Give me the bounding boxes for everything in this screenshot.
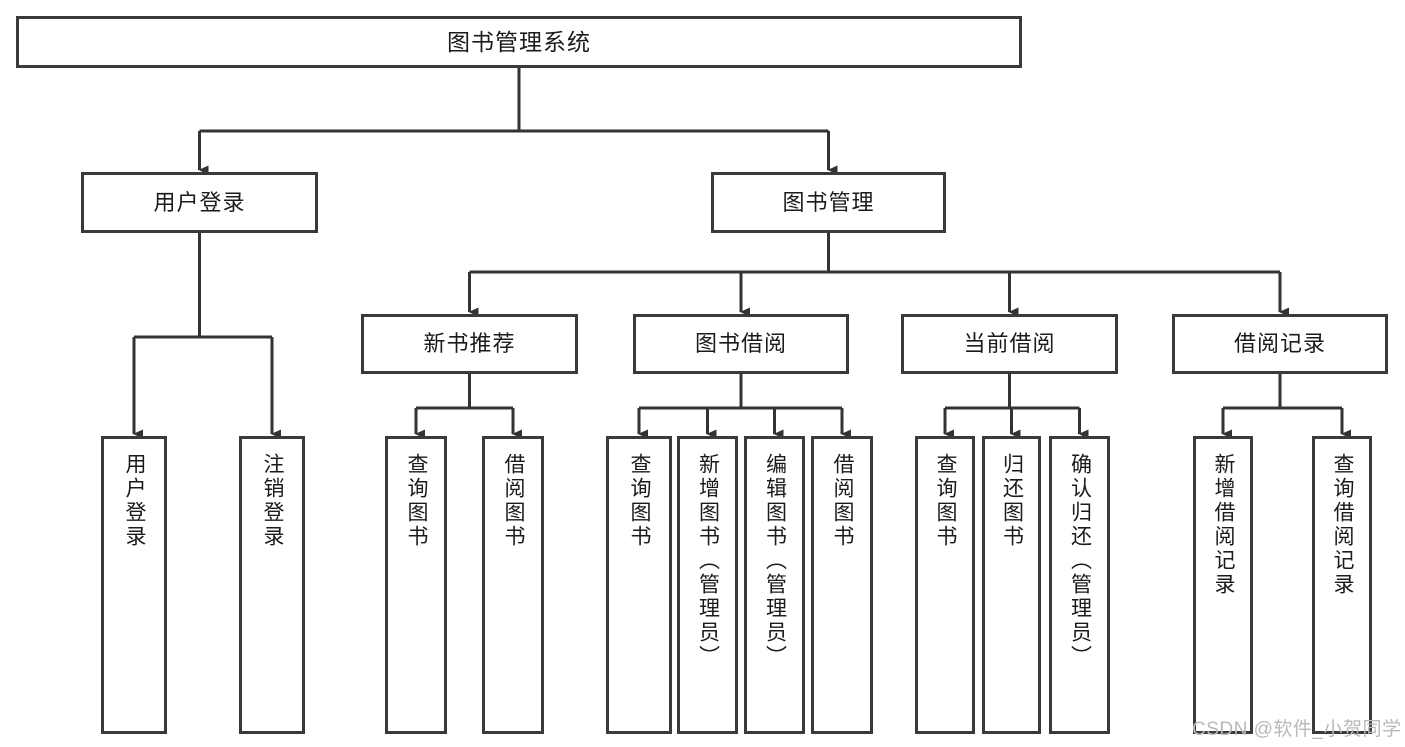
node-label: 查询图书 bbox=[628, 453, 652, 549]
node-label: 注销登录 bbox=[261, 453, 285, 549]
node-leaf-5[interactable]: 查询图书 bbox=[606, 436, 672, 734]
node-leaf-9[interactable]: 查询图书 bbox=[915, 436, 975, 734]
node-borrow[interactable]: 图书借阅 bbox=[633, 314, 849, 374]
node-login[interactable]: 用户登录 bbox=[81, 172, 318, 233]
node-label: 编辑图书（管理员） bbox=[763, 453, 787, 669]
node-root[interactable]: 图书管理系统 bbox=[16, 16, 1022, 68]
node-leaf-6[interactable]: 新增图书（管理员） bbox=[677, 436, 738, 734]
node-leaf-7[interactable]: 编辑图书（管理员） bbox=[744, 436, 805, 734]
node-label: 用户登录 bbox=[153, 189, 246, 215]
node-leaf-8[interactable]: 借阅图书 bbox=[811, 436, 873, 734]
node-leaf-13[interactable]: 查询借阅记录 bbox=[1312, 436, 1372, 734]
node-leaf-4[interactable]: 借阅图书 bbox=[482, 436, 544, 734]
node-newbook[interactable]: 新书推荐 bbox=[361, 314, 578, 374]
node-label: 查询图书 bbox=[934, 453, 958, 549]
node-leaf-10[interactable]: 归还图书 bbox=[982, 436, 1041, 734]
node-leaf-2[interactable]: 注销登录 bbox=[239, 436, 305, 734]
node-current[interactable]: 当前借阅 bbox=[901, 314, 1118, 374]
node-label: 用户登录 bbox=[123, 453, 147, 549]
node-records[interactable]: 借阅记录 bbox=[1172, 314, 1388, 374]
node-label: 当前借阅 bbox=[963, 331, 1056, 357]
csdn-watermark: CSDN @软件_小贺同学 bbox=[1192, 719, 1402, 740]
node-label: 新增图书（管理员） bbox=[696, 453, 720, 669]
node-label: 查询图书 bbox=[405, 453, 429, 549]
node-label: 新书推荐 bbox=[423, 331, 516, 357]
node-label: 查询借阅记录 bbox=[1331, 453, 1355, 597]
node-label: 借阅图书 bbox=[502, 453, 526, 549]
node-label: 借阅图书 bbox=[831, 453, 855, 549]
node-leaf-1[interactable]: 用户登录 bbox=[101, 436, 167, 734]
node-label: 图书借阅 bbox=[694, 331, 787, 357]
node-bookmgmt[interactable]: 图书管理 bbox=[711, 172, 946, 233]
node-label: 图书管理 bbox=[782, 189, 875, 215]
node-label: 新增借阅记录 bbox=[1212, 453, 1236, 597]
node-leaf-11[interactable]: 确认归还（管理员） bbox=[1049, 436, 1110, 734]
node-label: 图书管理系统 bbox=[447, 28, 591, 55]
node-label: 归还图书 bbox=[1000, 453, 1024, 549]
node-leaf-3[interactable]: 查询图书 bbox=[385, 436, 447, 734]
node-leaf-12[interactable]: 新增借阅记录 bbox=[1193, 436, 1253, 734]
node-label: 借阅记录 bbox=[1233, 331, 1326, 357]
node-label: 确认归还（管理员） bbox=[1068, 453, 1092, 669]
